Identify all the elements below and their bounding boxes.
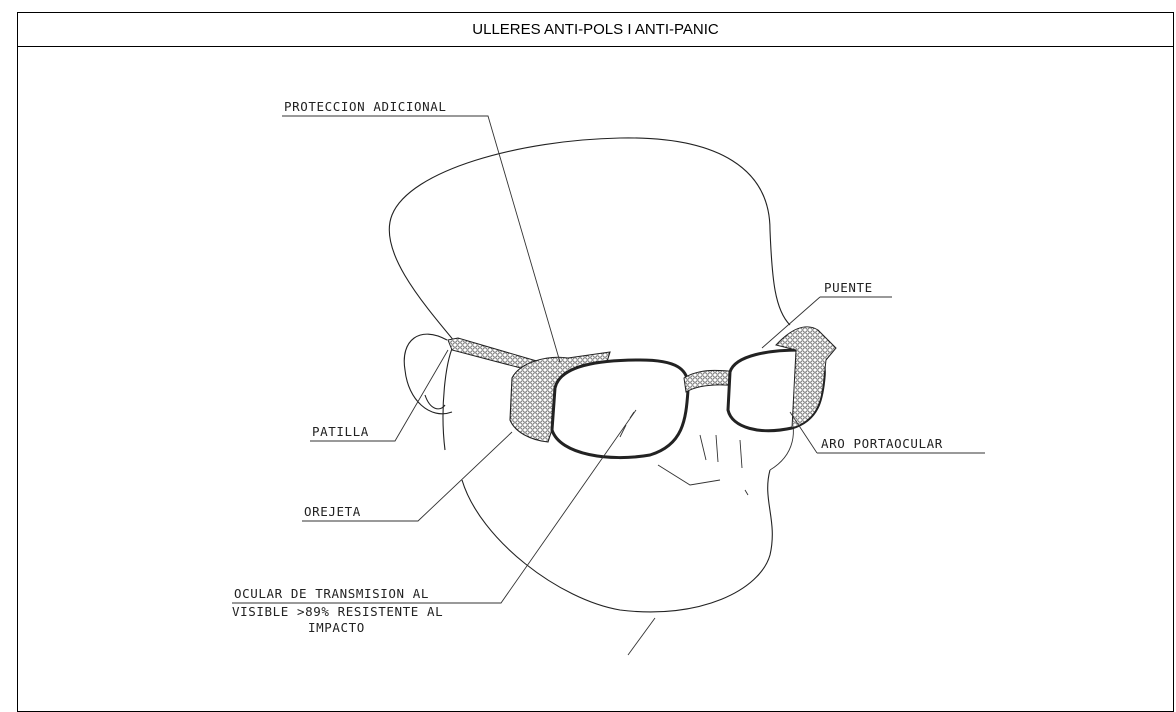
label-proteccion-adicional: PROTECCION ADICIONAL [284,99,447,114]
label-aro-portaocular: ARO PORTAOCULAR [821,436,943,451]
label-ocular-line-3: IMPACTO [308,620,365,635]
mouth-lines [658,465,748,495]
leader-lines [232,116,985,603]
label-ocular-line-1: OCULAR DE TRANSMISION AL [234,586,429,601]
chin-line [628,618,655,655]
label-orejeta: OREJETA [304,504,361,519]
label-puente: PUENTE [824,280,873,295]
nose-lines [700,435,742,468]
left-lens-rim [552,360,688,458]
ear-outline [404,334,452,414]
head-outline [389,138,790,342]
jaw-outline [462,470,772,612]
label-ocular-line-2: VISIBLE >89% RESISTENTE AL [232,604,443,619]
label-patilla: PATILLA [312,424,369,439]
head-back-outline [443,342,455,450]
